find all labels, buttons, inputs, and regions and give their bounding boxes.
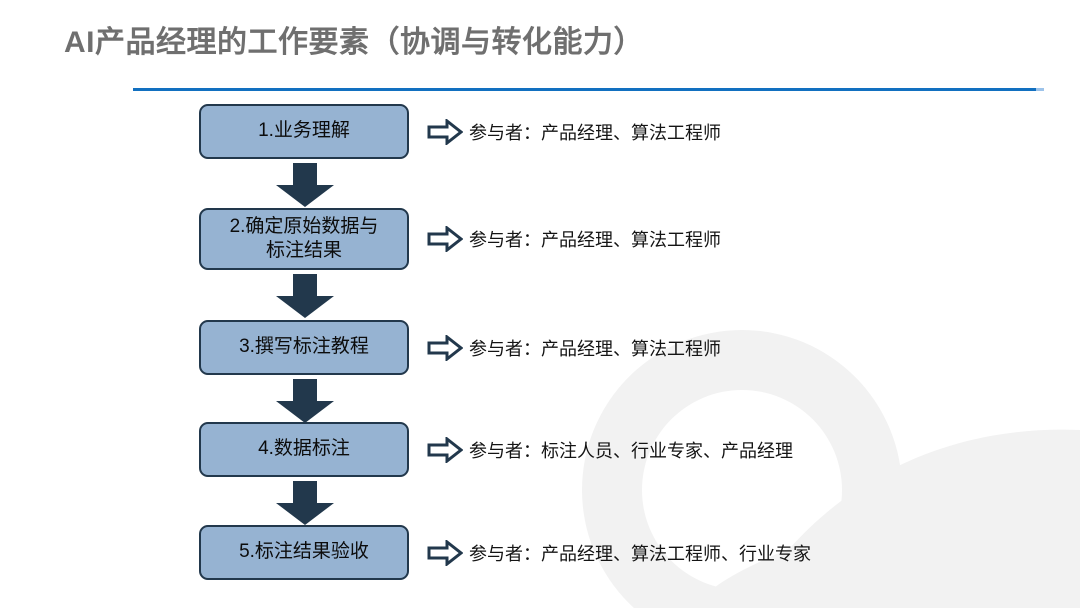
step-box-5[interactable]: 5.标注结果验收: [199, 525, 409, 580]
step-box-4-label: 4.数据标注: [258, 438, 350, 460]
right-arrow-icon: [427, 118, 463, 145]
step-box-2-label-line1: 2.确定原始数据与: [229, 215, 379, 237]
title-underline-rule-tail: [1036, 88, 1044, 91]
flow-row-step-3: 3.撰写标注教程 参与者：产品经理、算法工程师: [199, 320, 721, 375]
page-title: AI产品经理的工作要素（协调与转化能力）: [64, 26, 644, 59]
step-box-3[interactable]: 3.撰写标注教程: [199, 320, 409, 375]
participants-label-4: 参与者：标注人员、行业专家、产品经理: [469, 440, 793, 461]
down-arrow-icon-3: [276, 379, 334, 423]
participants-label-3: 参与者：产品经理、算法工程师: [469, 338, 721, 359]
down-arrow-icon-4: [276, 481, 334, 525]
right-arrow-icon: [427, 334, 463, 361]
flow-row-step-4: 4.数据标注 参与者：标注人员、行业专家、产品经理: [199, 422, 793, 477]
step-box-3-label: 3.撰写标注教程: [239, 336, 369, 358]
step-box-5-label: 5.标注结果验收: [239, 541, 369, 563]
step-box-1-label: 1.业务理解: [258, 120, 350, 142]
flow-row-step-2: 2.确定原始数据与 标注结果 参与者：产品经理、算法工程师: [199, 208, 721, 270]
down-arrow-icon-2: [276, 274, 334, 318]
step-box-2-label-line2: 标注结果: [265, 240, 342, 261]
participants-label-1: 参与者：产品经理、算法工程师: [469, 122, 721, 143]
flow-row-step-1: 1.业务理解 参与者：产品经理、算法工程师: [199, 104, 721, 159]
right-arrow-icon: [427, 226, 463, 252]
title-underline-rule: [133, 88, 1042, 91]
participants-label-2: 参与者：产品经理、算法工程师: [469, 230, 721, 250]
right-arrow-icon: [427, 436, 463, 463]
page-title-block: AI产品经理的工作要素（协调与转化能力）: [64, 24, 644, 62]
flow-row-step-5: 5.标注结果验收 参与者：产品经理、算法工程师、行业专家: [199, 525, 811, 580]
right-arrow-icon: [427, 539, 463, 566]
step-box-4[interactable]: 4.数据标注: [199, 422, 409, 477]
down-arrow-icon-1: [276, 163, 334, 207]
participants-label-5: 参与者：产品经理、算法工程师、行业专家: [469, 543, 811, 564]
step-box-2[interactable]: 2.确定原始数据与 标注结果: [199, 208, 409, 270]
step-box-1[interactable]: 1.业务理解: [199, 104, 409, 159]
